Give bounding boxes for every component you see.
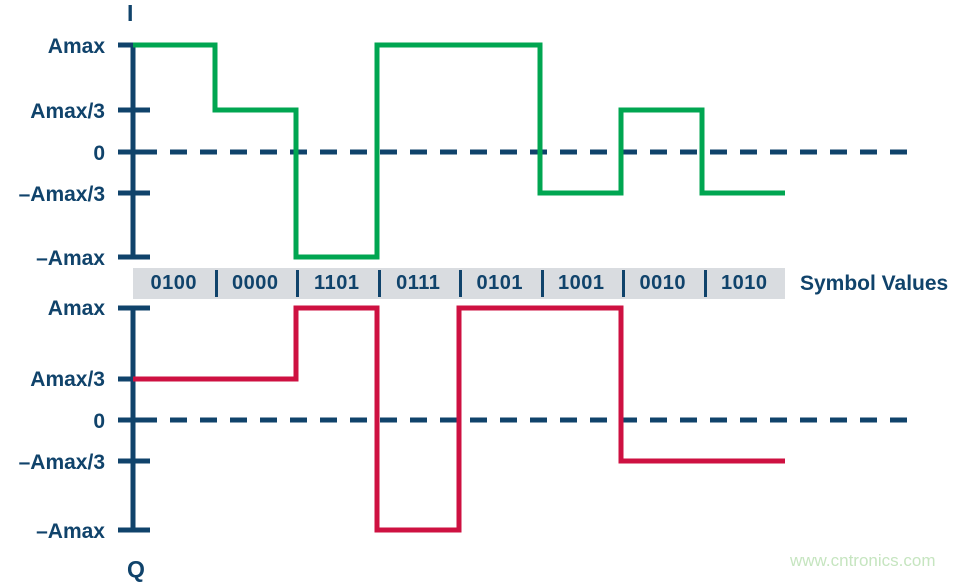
- q-trace-label: Q: [127, 556, 145, 582]
- i-tick-label-zero: 0: [93, 142, 105, 165]
- symbol-cell: 0101: [459, 268, 541, 299]
- q-tick-label-amax: Amax: [47, 297, 105, 320]
- q-tick-label-zero: 0: [93, 410, 105, 433]
- symbol-cell: 1101: [296, 268, 378, 299]
- i-tick-label-amax: Amax: [47, 35, 105, 58]
- q-tick-label-neg-amax-third: –Amax/3: [18, 451, 105, 474]
- symbol-cell: 0100: [150, 272, 197, 294]
- symbol-cell: 0000: [214, 268, 297, 299]
- i-waveform: [133, 42, 785, 260]
- symbol-cell: 1001: [540, 268, 623, 299]
- watermark-text: www.cntronics.com: [790, 551, 936, 570]
- q-tick-label-neg-amax: –Amax: [36, 520, 105, 543]
- symbol-cell: 0111: [377, 268, 460, 299]
- q-tick-label-amax-third: Amax/3: [30, 368, 105, 391]
- symbol-cell: 0010: [622, 268, 704, 299]
- symbol-values-label: Symbol Values: [800, 272, 949, 295]
- i-tick-label-neg-amax-third: –Amax/3: [18, 183, 105, 206]
- i-tick-label-amax-third: Amax/3: [30, 100, 105, 123]
- i-trace-label: I: [127, 0, 134, 26]
- i-tick-label-neg-amax: –Amax: [36, 247, 105, 270]
- symbol-values-bar: 0100 0000 1101 0111 0101 1001 0010 1010: [133, 268, 785, 299]
- i-chart-svg: [118, 42, 920, 260]
- q-waveform: [133, 305, 785, 533]
- symbol-cell: 1010: [703, 268, 786, 299]
